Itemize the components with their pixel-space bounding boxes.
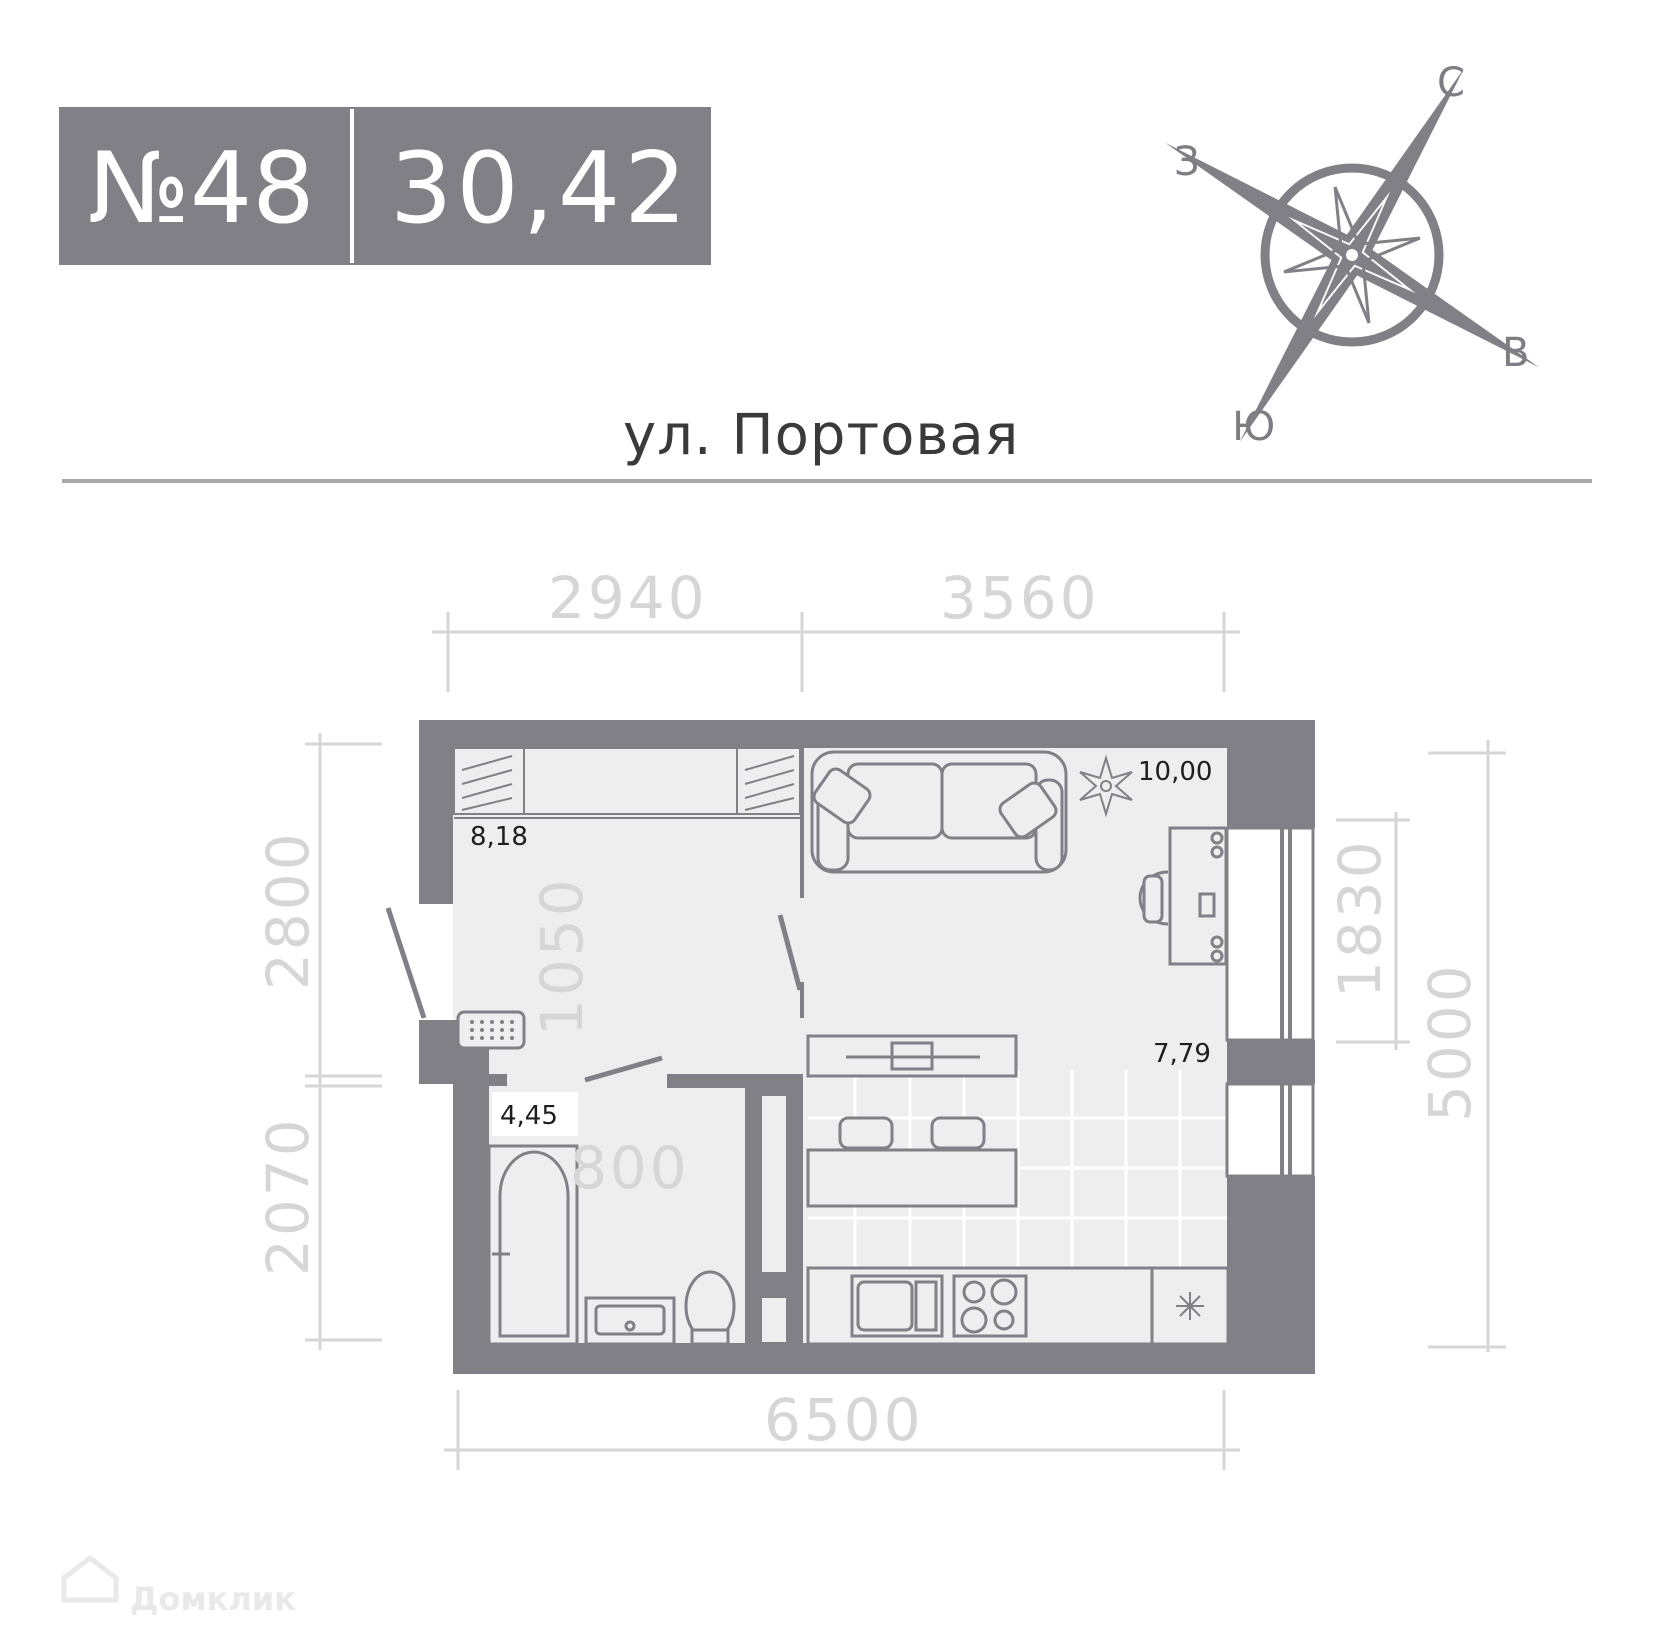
sink-icon (850, 1274, 944, 1338)
washbasin-icon (584, 1296, 676, 1346)
plant-icon (1079, 754, 1133, 818)
street-name: ул. Портовая (623, 403, 1019, 468)
compass-south-label: Ю (1232, 404, 1275, 450)
desk-icon (1138, 826, 1228, 966)
doors (385, 907, 803, 1083)
sofa-icon (810, 750, 1068, 874)
compass-east-label: В (1502, 330, 1529, 376)
watermark-logo-icon (61, 1554, 119, 1603)
bathtub-icon (487, 1144, 579, 1346)
street-line (62, 479, 1592, 483)
dimension-top-right: 3560 (940, 564, 1100, 632)
electric-panel-icon (456, 1010, 526, 1050)
stove-icon (952, 1274, 1028, 1338)
toilet-icon (684, 1270, 736, 1346)
dimension-bath-inner: 800 (570, 1134, 690, 1202)
kitchen-area: 7,79 (1153, 1039, 1211, 1069)
hanger-lines (461, 755, 795, 811)
apartment-number: №48 (88, 132, 315, 246)
watermark-text: Домклик (130, 1580, 296, 1618)
dimension-left-lower: 2070 (254, 1116, 322, 1276)
compass-rose-icon (1165, 68, 1539, 442)
living-area: 10,00 (1138, 757, 1212, 787)
fan-icon (1176, 1292, 1204, 1320)
header-badge: №48 30,42 (59, 107, 711, 265)
dimension-top-left: 2940 (548, 564, 708, 632)
dimension-hall-inner: 1050 (528, 876, 596, 1036)
compass-west-label: З (1174, 139, 1200, 185)
hall-area: 8,18 (470, 822, 528, 852)
apartment-walls (419, 720, 1315, 1374)
dimension-right-total: 5000 (1416, 962, 1484, 1122)
dimension-bottom: 6500 (764, 1386, 924, 1454)
compass-north-label: С (1437, 60, 1465, 106)
bath-area: 4,45 (500, 1101, 558, 1131)
total-area: 30,42 (390, 132, 691, 246)
dimension-left-upper: 2800 (254, 830, 322, 990)
dimension-right-window: 1830 (1326, 838, 1394, 998)
